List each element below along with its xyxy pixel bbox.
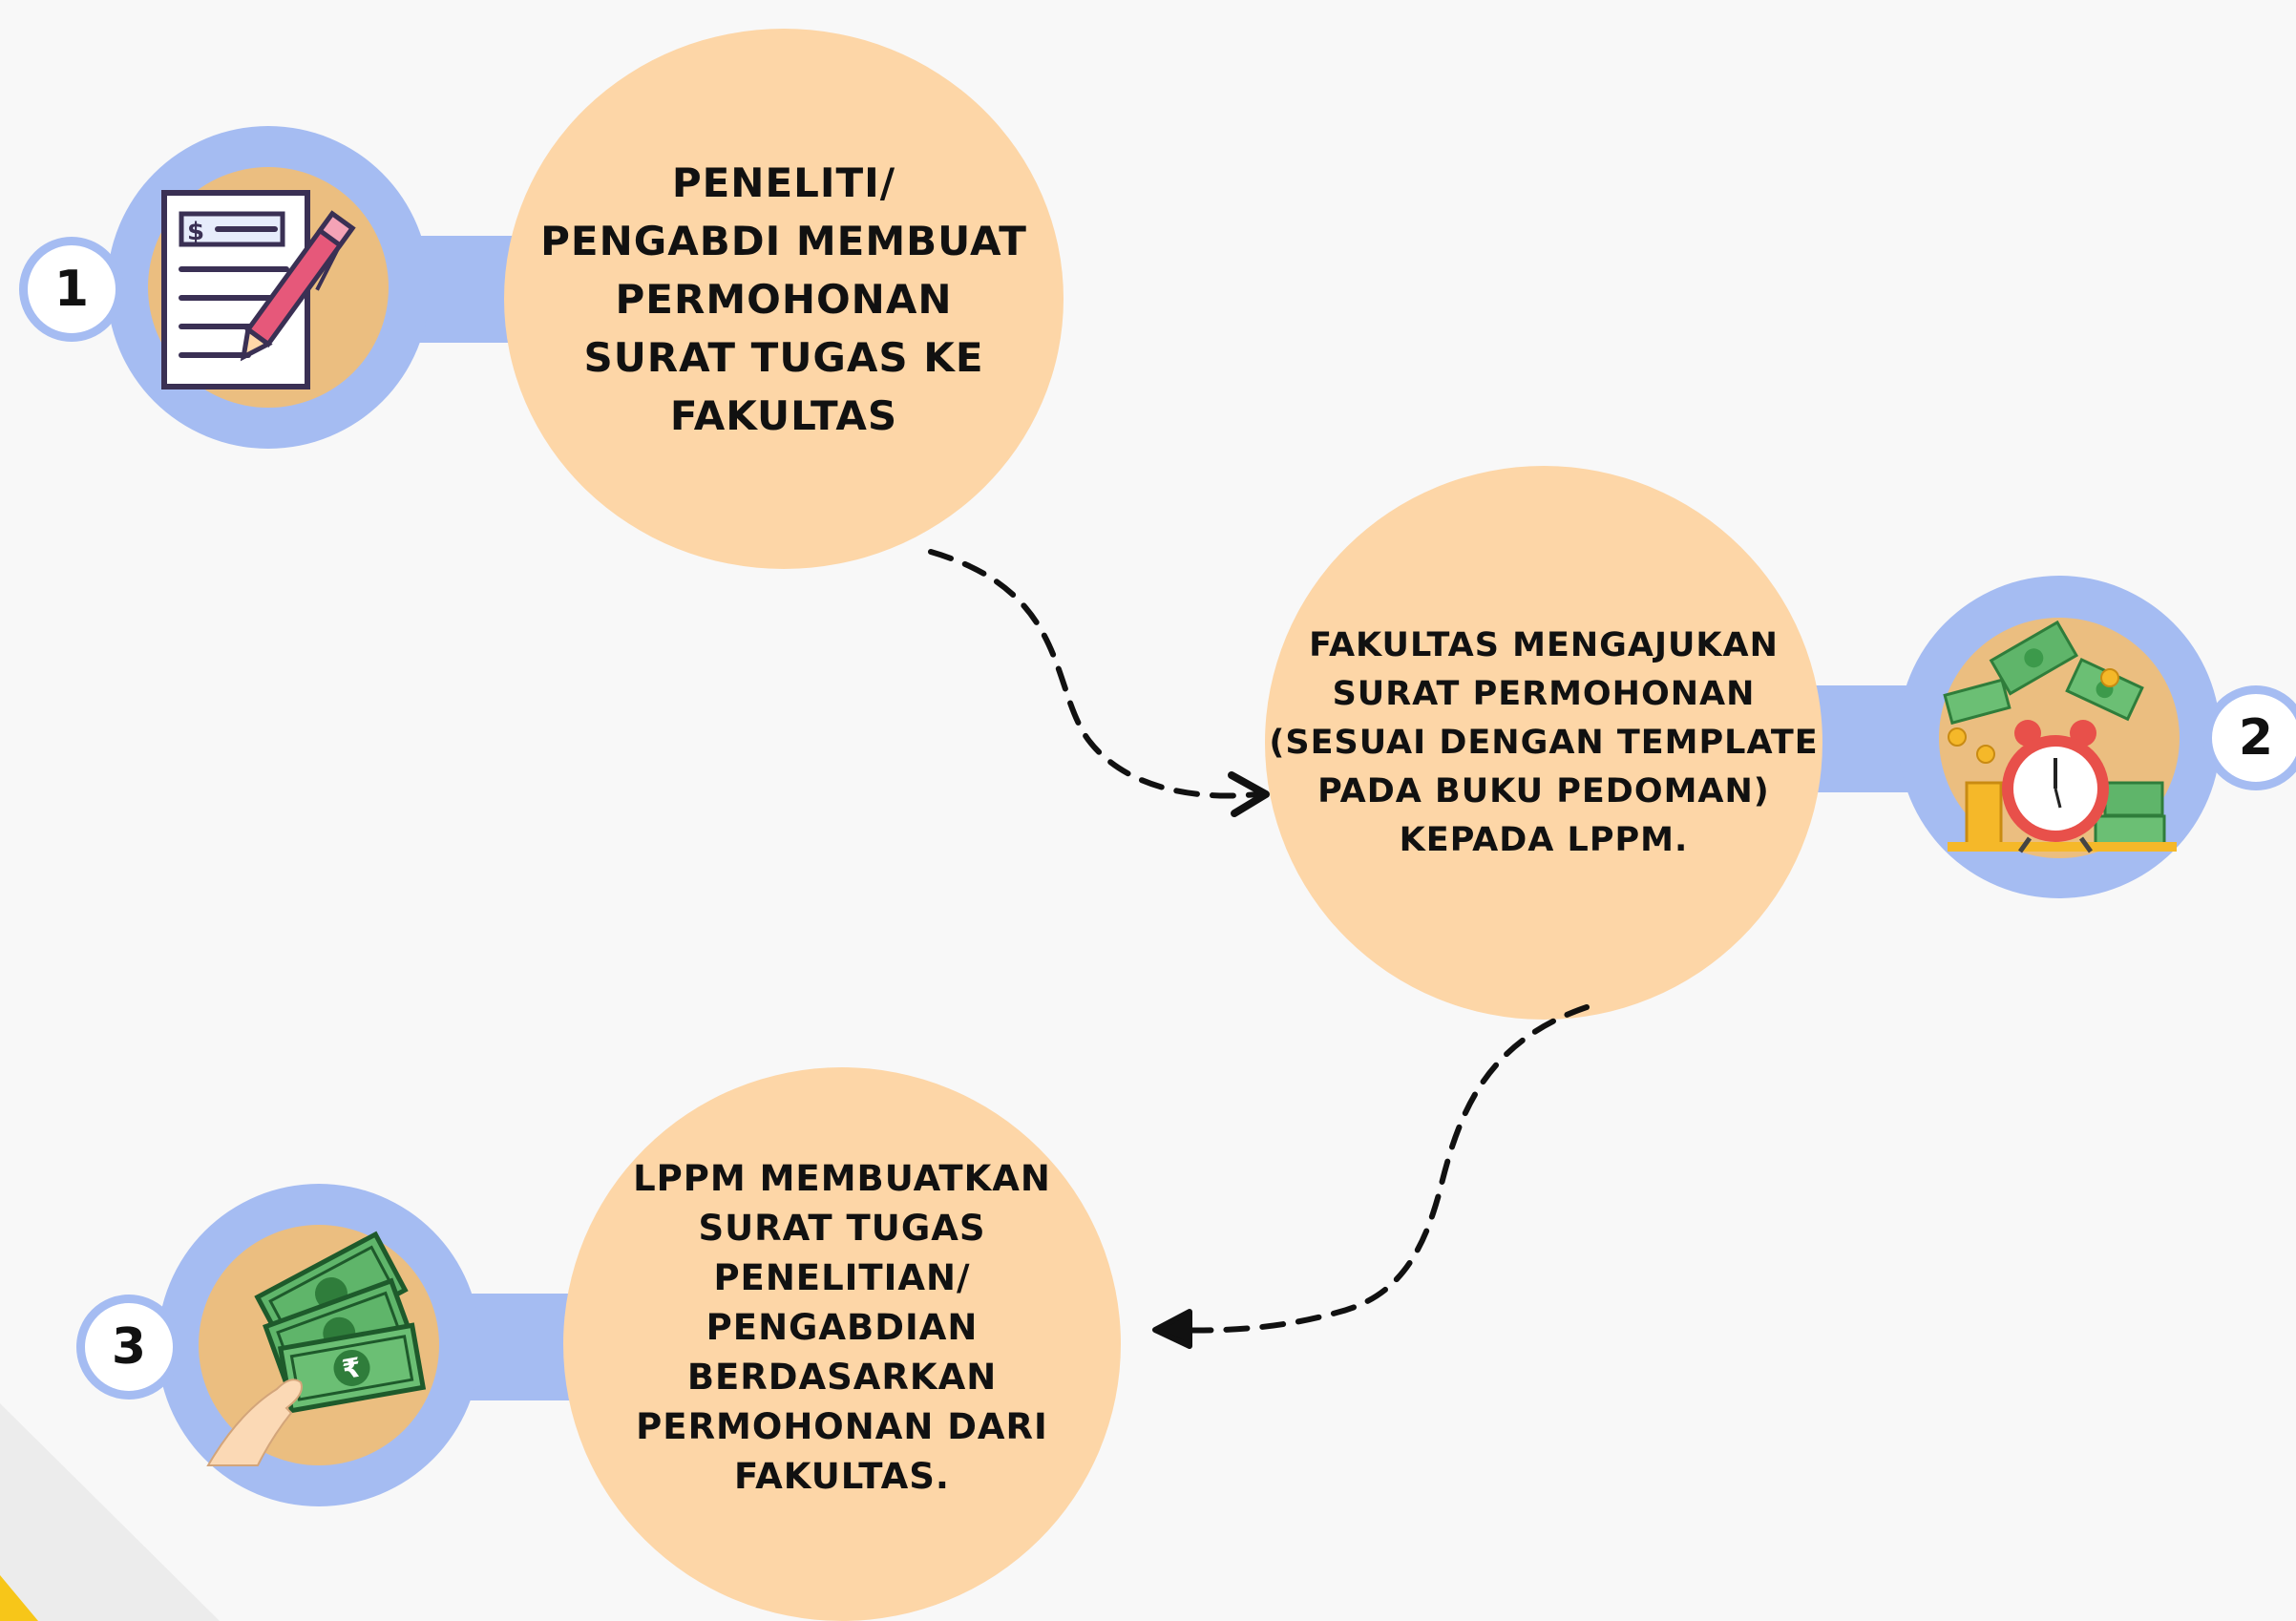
money-clock-icon <box>1943 621 2177 853</box>
step-1-text-circle: PENELITI/ PENGABDI MEMBUAT PERMOHONAN SU… <box>504 29 1064 569</box>
arrow-1-to-2-head <box>1228 771 1270 817</box>
step-2-label: FAKULTAS MENGAJUKAN SURAT PERMOHONAN (SE… <box>1269 625 1819 859</box>
step-1-number: 1 <box>19 237 124 342</box>
step-1-label: PENELITI/ PENGABDI MEMBUAT PERMOHONAN SU… <box>540 158 1027 439</box>
step-3-number: 3 <box>76 1295 181 1400</box>
arrow-2-to-3 <box>1164 1004 1590 1334</box>
arrow-2-to-3-head <box>1152 1309 1192 1349</box>
step-3-text-circle: LPPM MEMBUATKAN SURAT TUGAS PENELITIAN/ … <box>563 1067 1121 1621</box>
step-2-text-circle: FAKULTAS MENGAJUKAN SURAT PERMOHONAN (SE… <box>1265 466 1822 1020</box>
svg-text:$: $ <box>187 218 204 246</box>
hand-cash-icon: ₹ <box>206 1231 427 1466</box>
document-pen-icon: $ <box>161 190 356 389</box>
step-3-label: LPPM MEMBUATKAN SURAT TUGAS PENELITIAN/ … <box>633 1158 1051 1497</box>
arrow-1-to-2 <box>928 549 1261 799</box>
step-2-number: 2 <box>2203 685 2296 790</box>
